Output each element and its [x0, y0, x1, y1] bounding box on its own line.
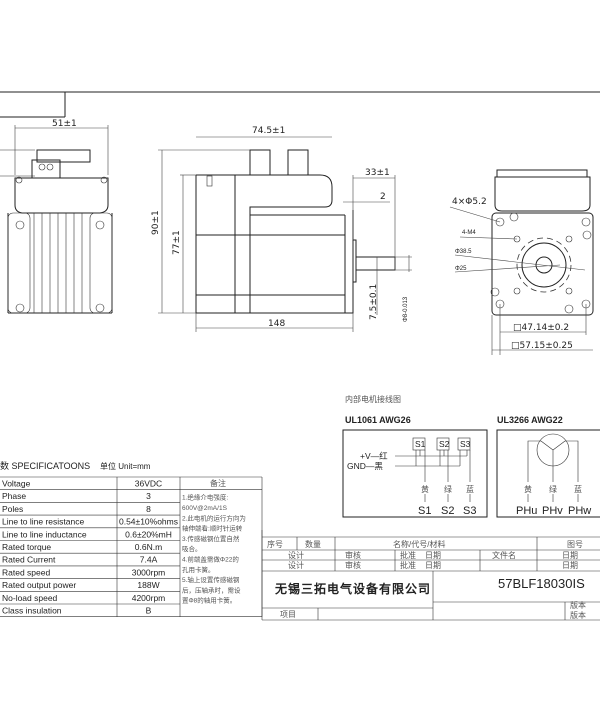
- wire-color: 蓝: [466, 484, 474, 494]
- tb-version: 版本: [570, 610, 586, 620]
- spec-value: 7.4A: [140, 555, 158, 565]
- wire-color: 黄: [524, 484, 532, 494]
- gnd-label: GND—黑: [347, 461, 383, 471]
- wiring-diagram: 内部电机接线图 UL1061 AWG26 UL3266 AWG22 S1 S2 …: [342, 394, 600, 518]
- spec-value: 0.6±20%mH: [125, 529, 172, 539]
- flange-dim: 2: [380, 192, 386, 202]
- spec-value: 0.6N.m: [135, 542, 162, 552]
- tb-qty: 数量: [305, 539, 321, 549]
- hall-sensor-s2: S2: [439, 439, 450, 449]
- holes-dim: 4×Φ5.2: [452, 197, 487, 207]
- hall-output: S1: [418, 505, 431, 517]
- shaft-length-dim: 33±1: [365, 168, 390, 178]
- shaft-dia-dim: Φ8-0.013: [403, 296, 409, 322]
- spec-label: Rated torque: [2, 542, 51, 552]
- spec-label: Voltage: [2, 479, 31, 489]
- hall-cable-label: UL1061 AWG26: [345, 415, 411, 425]
- tb-project: 项目: [280, 610, 296, 619]
- spec-label: Rated output power: [2, 580, 76, 590]
- spec-value: 3000rpm: [132, 567, 166, 577]
- company-name: 无锡三拓电气设备有限公司: [274, 581, 431, 596]
- spec-value: 0.54±10%ohms: [119, 517, 178, 527]
- spec-label: No-load speed: [2, 593, 58, 603]
- spec-value: 4200rpm: [132, 593, 166, 603]
- spec-label: Rated speed: [2, 567, 50, 577]
- tb-design: 设计: [288, 560, 304, 570]
- vplus-label: +V—红: [360, 451, 388, 461]
- width-dim: 51±1: [52, 119, 77, 129]
- spec-value: 188W: [137, 580, 159, 590]
- remark-line: 轴伸端看:顺时针运转: [182, 524, 243, 533]
- part-number: 57BLF18030IS: [498, 576, 585, 591]
- tb-date: 日期: [425, 551, 441, 560]
- remark-line: 3.传感磁钢位置自然: [182, 534, 240, 543]
- spec-label: Line to line resistance: [2, 517, 84, 527]
- remark-line: 2.此电机的运行方向为: [182, 513, 246, 522]
- wire-color: 黄: [421, 484, 429, 494]
- remark-line: 吸合。: [182, 544, 202, 553]
- hall-output: S3: [463, 505, 476, 517]
- spec-title: 数 SPECIFICATOONS: [0, 460, 90, 471]
- tb-approve: 批准: [400, 560, 416, 570]
- pilot-dim: Φ25: [455, 266, 467, 272]
- spec-value: 36VDC: [135, 479, 162, 489]
- wiring-title: 内部电机接线图: [345, 394, 401, 404]
- tb-date: 日期: [562, 551, 578, 560]
- wire-color: 绿: [444, 485, 452, 494]
- tb-design: 设计: [288, 550, 304, 560]
- frame-lines: [0, 91, 600, 118]
- spec-value: 3: [146, 491, 151, 501]
- front-view: 4×Φ5.2 4-M4 Φ38.5 Φ25 □47.14±0.2 □57.15±…: [449, 169, 594, 355]
- hall-sensor-s1: S1: [415, 439, 426, 449]
- phase-cable-label: UL3266 AWG22: [497, 415, 563, 425]
- height-dim: 90±1: [151, 210, 161, 235]
- spec-label: Class insulation: [2, 606, 62, 616]
- phase-output: PHu: [516, 505, 537, 517]
- spec-value: B: [146, 606, 152, 616]
- overall-length-dim: 148: [268, 319, 285, 329]
- tb-approve: 批准: [400, 550, 416, 560]
- wire-color: 绿: [549, 485, 557, 494]
- spec-label: Line to line inductance: [2, 529, 87, 539]
- tb-review: 审核: [345, 550, 361, 560]
- thread-dim: 4-M4: [462, 230, 476, 236]
- body-height-dim: 77±1: [172, 230, 182, 255]
- hall-sensor-s3: S3: [460, 439, 471, 449]
- remark-line: 后，压轴承时，需设: [182, 585, 241, 594]
- wire-color: 蓝: [574, 484, 582, 494]
- spec-label: Rated Current: [2, 555, 56, 565]
- remark-line: 5.轴上设置传感磁钢: [182, 575, 240, 584]
- length-dim: 74.5±1: [252, 126, 285, 136]
- left-view: 51±1: [0, 119, 113, 314]
- tb-seq: 序号: [267, 539, 283, 549]
- spec-label: Poles: [2, 504, 23, 514]
- spec-label: Phase: [2, 491, 26, 501]
- tb-version: 版本: [570, 600, 586, 610]
- remark-line: 600V@2mA/1S: [182, 505, 228, 512]
- tb-name: 名称/代号/材料: [393, 539, 445, 549]
- bolt-circle-dim: Φ38.5: [455, 249, 472, 255]
- tb-review: 审核: [345, 560, 361, 570]
- remark-line: 置Φ8的轴用卡簧。: [182, 596, 236, 605]
- phase-output: PHw: [568, 505, 591, 517]
- title-block: [261, 530, 600, 621]
- tb-file-name: 文件名: [492, 550, 516, 560]
- title-block-text: 序号 数量 名称/代号/材料 图号 设计 审核 批准 日期 文件名 日期 设计 …: [267, 539, 586, 620]
- tb-drawing-no: 图号: [567, 540, 583, 549]
- phase-output: PHv: [542, 505, 563, 517]
- spec-value: 8: [146, 504, 151, 514]
- hole-spacing-dim: □47.14±0.2: [513, 323, 569, 333]
- remark-line: 1.绝缘介电强度:: [182, 493, 228, 502]
- remark-line: 4.前端盖需做Φ22的: [182, 555, 239, 564]
- spec-table: 数 SPECIFICATOONS 单位 Unit=mm Voltage 36VDC…: [0, 460, 263, 618]
- remarks-header: 备注: [210, 478, 226, 488]
- hall-output: S2: [441, 505, 454, 517]
- spec-unit: 单位 Unit=mm: [100, 461, 151, 471]
- remark-line: 孔用卡簧。: [182, 565, 215, 574]
- flat-dim: 7.5±0.1: [369, 284, 379, 320]
- square-dim: □57.15±0.25: [511, 341, 573, 351]
- side-view: 74.5±1 90±1 77±1 33±1 2 148 7.5±0.1 Φ8-0…: [151, 126, 412, 332]
- tb-date: 日期: [425, 561, 441, 570]
- tb-date: 日期: [562, 561, 578, 570]
